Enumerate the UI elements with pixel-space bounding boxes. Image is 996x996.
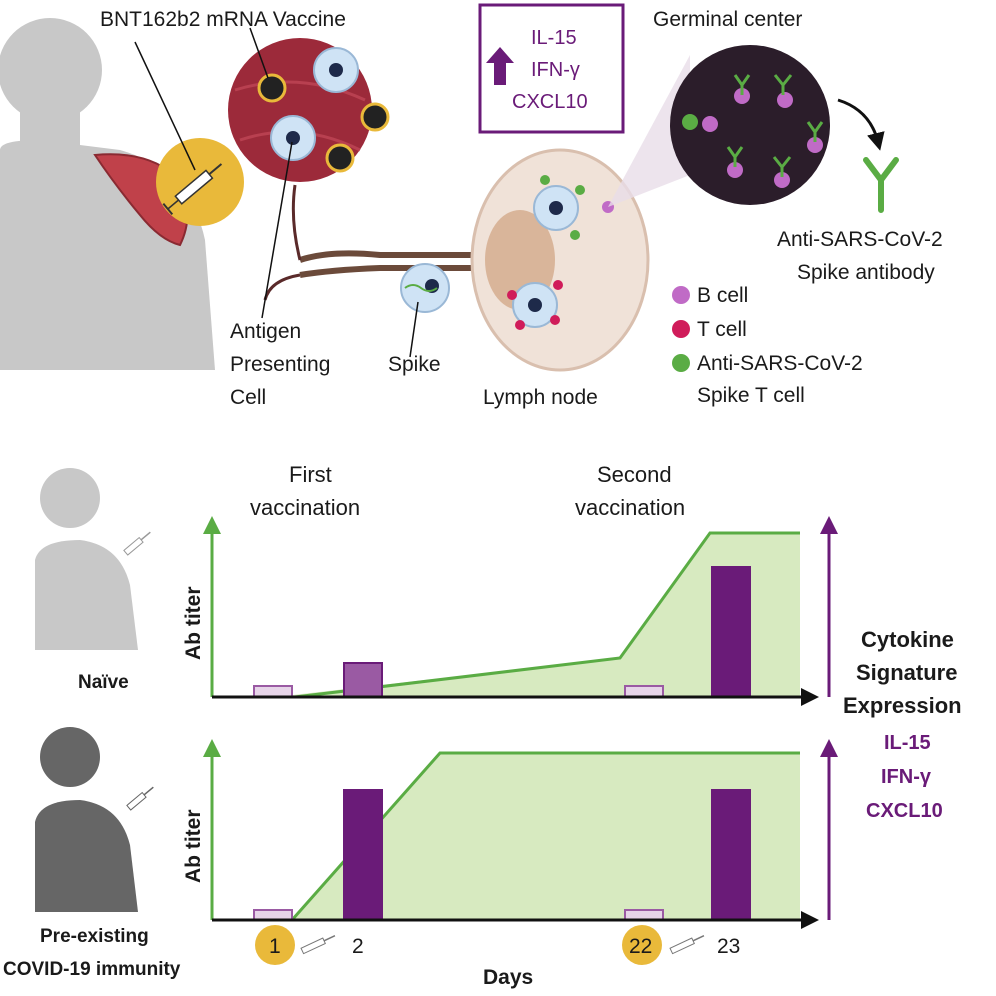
spike-t-cell-legend-dot <box>672 354 690 372</box>
cytokine-title-2: Signature <box>856 660 957 685</box>
cytokine-title-3: Expression <box>843 693 962 718</box>
syringe-icon <box>162 163 223 216</box>
spike-label: Spike <box>388 353 441 376</box>
lymph-node-icon <box>470 148 650 372</box>
tissue-zoom-icon <box>228 38 390 182</box>
b-cell-legend-dot <box>672 286 690 304</box>
germinal-center-icon <box>670 45 830 205</box>
cytokine-list-1: IL-15 <box>884 732 931 754</box>
first-vaccination-label-1: First <box>289 462 332 487</box>
legend-spike-t-cell-2: Spike T cell <box>697 384 805 407</box>
second-vaccination-label-2: vaccination <box>575 495 685 520</box>
germinal-center-label: Germinal center <box>653 8 802 31</box>
cytokine-box-item-3: CXCL10 <box>512 91 588 113</box>
day-23-label: 23 <box>717 935 740 958</box>
cytokine-title-1: Cytokine <box>861 627 954 652</box>
vaccine-pointer-line <box>134 41 196 171</box>
curved-arrow-icon <box>837 98 885 151</box>
lymph-node-label: Lymph node <box>483 386 598 409</box>
day-2-label: 2 <box>352 935 364 958</box>
apc-label-2: Presenting <box>230 353 330 376</box>
day-22-marker <box>622 925 662 965</box>
preexisting-chart-panel <box>203 739 819 929</box>
vaccine-label: BNT162b2 mRNA Vaccine <box>100 8 346 31</box>
up-arrow-icon <box>486 47 514 85</box>
preexisting-label-2: COVID-19 immunity <box>3 959 181 980</box>
preexisting-syringe-icon <box>126 786 154 811</box>
naive-person-icon <box>35 468 138 650</box>
naive-y-axis-label: Ab titer <box>182 587 205 661</box>
day-22-label: 22 <box>629 935 652 958</box>
apc-label-3: Cell <box>230 386 266 409</box>
naive-chart-panel <box>203 516 819 706</box>
cytokine-box-item-1: IL-15 <box>531 27 577 49</box>
preexisting-label-1: Pre-existing <box>40 926 149 947</box>
naive-syringe-icon <box>123 531 151 556</box>
preexisting-y-axis-label: Ab titer <box>182 810 205 884</box>
germinal-zoom-cone <box>608 55 690 207</box>
t-cell-legend-dot <box>672 320 690 338</box>
day-1-label: 1 <box>269 935 281 958</box>
antibody-icon <box>863 157 899 213</box>
second-vaccination-label-1: Second <box>597 462 672 487</box>
apc-label-1: Antigen <box>230 320 301 343</box>
spike-apc-icon <box>400 263 450 313</box>
cytokine-list-3: CXCL10 <box>866 800 943 822</box>
first-vaccination-label-2: vaccination <box>250 495 360 520</box>
day-1-marker <box>255 925 295 965</box>
cytokine-box-item-2: IFN-γ <box>531 59 580 81</box>
x-axis-label: Days <box>483 966 533 989</box>
lymph-vessel <box>299 250 500 263</box>
antibody-label-1: Anti-SARS-CoV-2 <box>777 228 943 251</box>
legend-spike-t-cell-1: Anti-SARS-CoV-2 <box>697 352 863 375</box>
naive-label: Naïve <box>78 672 129 693</box>
antibody-label-2: Spike antibody <box>797 261 935 284</box>
legend-b-cell: B cell <box>697 284 748 307</box>
day-1-syringe-icon <box>300 935 336 955</box>
day-22-syringe-icon <box>669 935 705 955</box>
cytokine-list-2: IFN-γ <box>881 766 932 788</box>
preexisting-person-icon <box>35 727 138 912</box>
legend-t-cell: T cell <box>697 318 747 341</box>
